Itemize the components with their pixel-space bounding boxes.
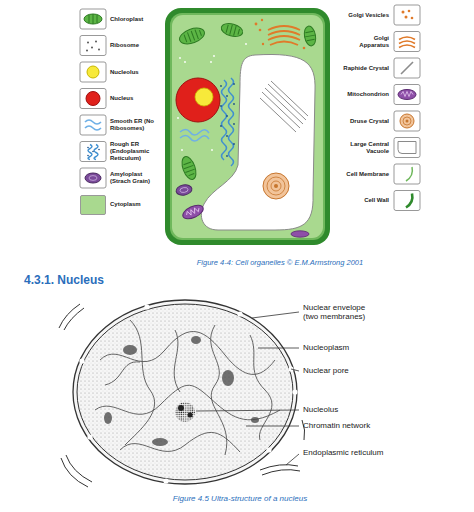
part-label: Nuclear envelope (two membranes) bbox=[303, 303, 381, 321]
legend-label: Golgi Apparatus bbox=[343, 35, 389, 49]
legend-icons bbox=[394, 5, 420, 211]
legend-label: Cell Wall bbox=[343, 197, 389, 204]
legend-label: Ribosome bbox=[110, 42, 162, 49]
nucleus-drawing bbox=[59, 300, 305, 487]
figure-caption: Figure 4-4: Cell organelles © E.M.Armstr… bbox=[160, 259, 400, 268]
part-label: Chromatin network bbox=[303, 421, 463, 430]
plant-cell bbox=[165, 8, 330, 245]
legend-label: Smooth ER (No Ribosomes) bbox=[110, 118, 162, 132]
part-label: Nucleolus bbox=[303, 405, 463, 414]
figure-caption: Figure 4.5 Ultra-structure of a nucleus bbox=[110, 494, 370, 503]
legend-label: Rough ER (Endoplasmic Reticulum) bbox=[110, 141, 162, 162]
part-label: Endoplasmic reticulum bbox=[303, 448, 463, 457]
legend-label: Raphide Crystal bbox=[343, 65, 389, 72]
legend-label: Nucleus bbox=[110, 95, 162, 102]
legend-icons bbox=[80, 9, 106, 188]
legend-label: Cytoplasm bbox=[110, 201, 162, 208]
legend-label: Amyloplast (Strach Grain) bbox=[110, 171, 162, 185]
legend-label: Mitochondrion bbox=[343, 91, 389, 98]
section-heading: 4.3.1. Nucleus bbox=[24, 274, 104, 288]
legend-label: Large Central Vacuole bbox=[343, 141, 389, 155]
legend-label: Nucleolus bbox=[110, 69, 162, 76]
part-label: Nuclear pore bbox=[303, 366, 463, 375]
legend-label: Druse Crystal bbox=[343, 118, 389, 125]
legend-label: Golgi Vesicles bbox=[343, 12, 389, 19]
part-label: Nucleoplasm bbox=[303, 343, 463, 352]
legend-label: Cell Membrane bbox=[343, 171, 389, 178]
legend-label: Chloroplast bbox=[110, 16, 162, 23]
legend-swatch bbox=[80, 195, 106, 215]
